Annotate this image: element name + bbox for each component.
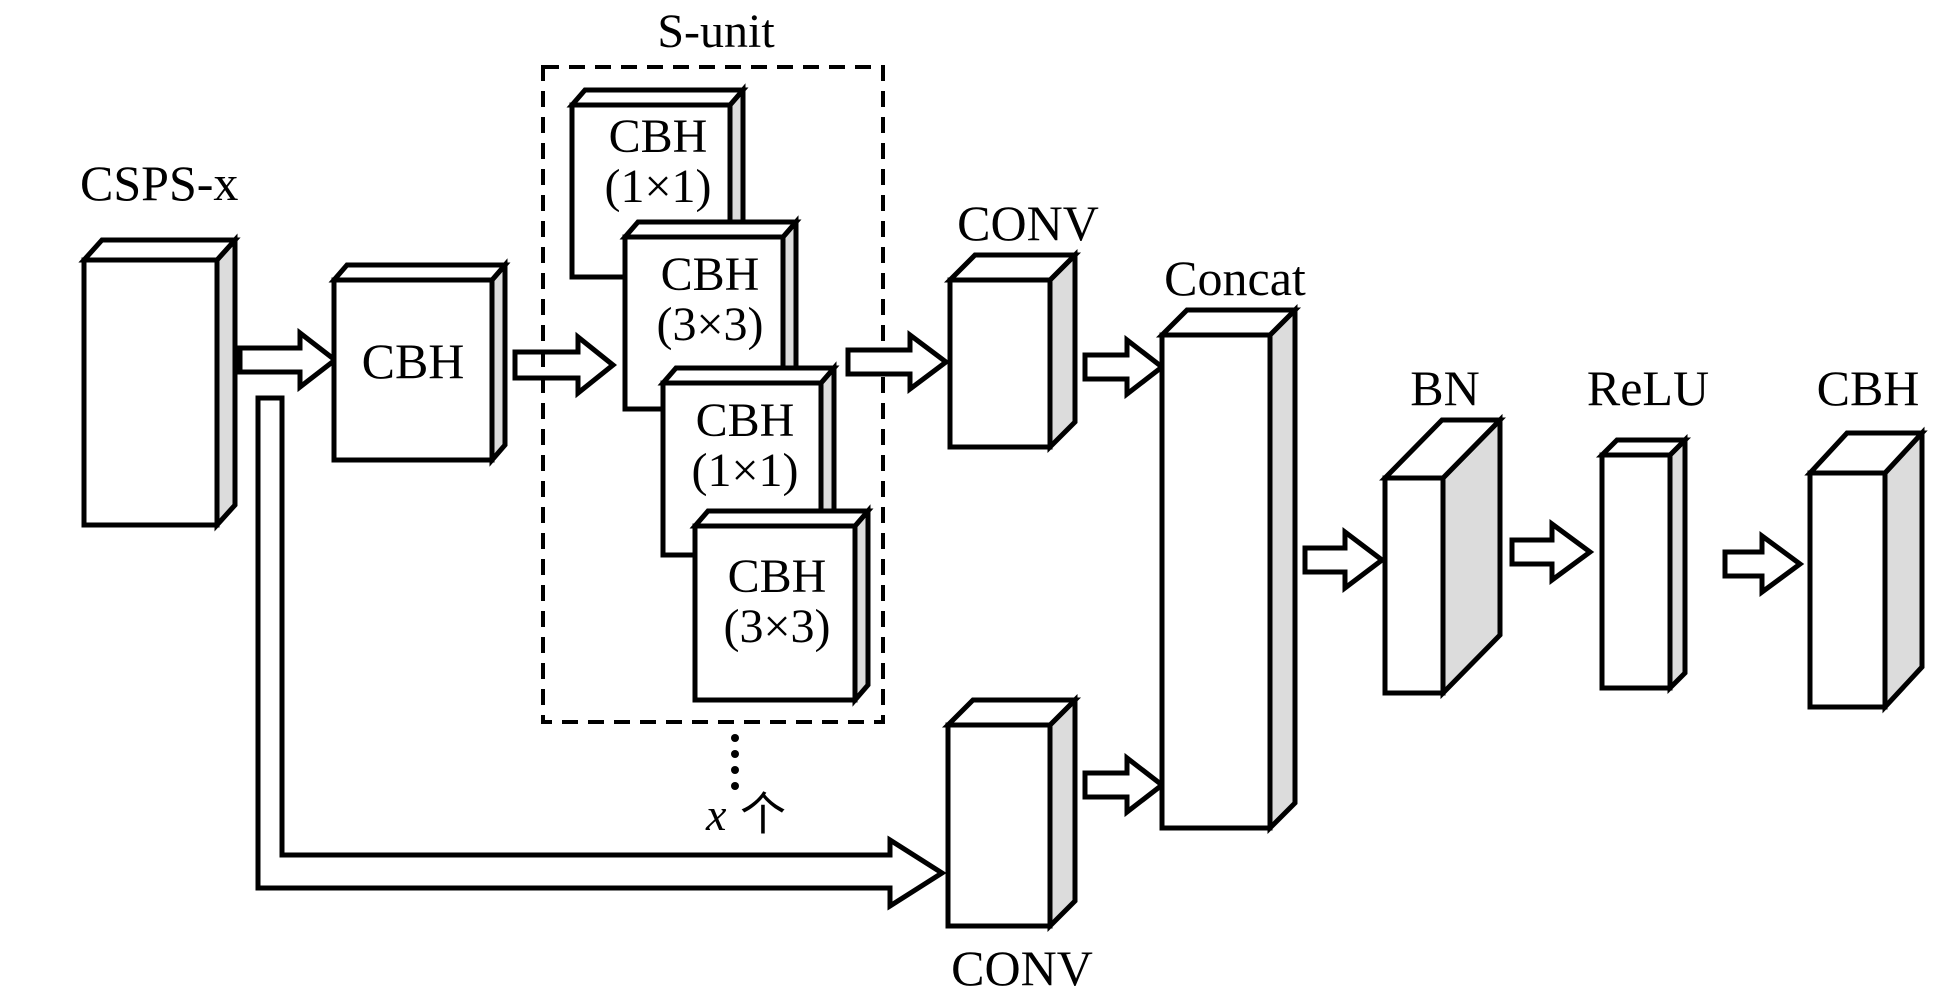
bypass-arrow xyxy=(255,395,947,911)
cbh-3x3-block-b xyxy=(689,504,874,707)
arrow-conv-top-to-concat xyxy=(1082,334,1167,400)
relu-block xyxy=(1595,433,1692,695)
repeat-suffix: 个 xyxy=(740,789,786,840)
arrow-conv-bottom-to-concat xyxy=(1082,752,1167,818)
arrow-sunit-to-conv-top xyxy=(845,330,951,394)
conv-bottom-label: CONV xyxy=(951,940,1093,996)
csps-x-label: CSPS-x xyxy=(80,155,238,211)
cbh-b-size: (3×3) xyxy=(656,298,763,351)
cbh-a-title: CBH xyxy=(609,110,708,163)
cbh-a-size: (1×1) xyxy=(604,160,711,213)
arrow-bn-to-relu xyxy=(1509,519,1595,585)
arrow-relu-to-cbh xyxy=(1722,531,1805,597)
arrow-cbh-to-sunit xyxy=(512,331,618,399)
cbh-main-block xyxy=(328,258,511,467)
cbh-d-title: CBH xyxy=(728,550,827,603)
conv-top-block xyxy=(943,248,1082,454)
relu-label: ReLU xyxy=(1587,360,1709,416)
csps-x-block xyxy=(78,233,241,532)
concat-label: Concat xyxy=(1164,250,1306,306)
bn-label: BN xyxy=(1410,360,1479,416)
conv-bottom-block xyxy=(941,693,1082,933)
arrow-concat-to-bn xyxy=(1302,526,1387,594)
cbh-main-label: CBH xyxy=(362,333,465,389)
cbh-output-label: CBH xyxy=(1817,360,1920,416)
cbh-c-title: CBH xyxy=(696,394,795,447)
arrow-csps-to-cbh xyxy=(237,327,340,393)
cbh-output-block xyxy=(1804,426,1928,714)
repeat-var: x xyxy=(705,789,727,840)
conv-top-label: CONV xyxy=(957,195,1099,251)
repeat-dots xyxy=(731,734,739,790)
concat-block xyxy=(1155,303,1302,835)
bn-block xyxy=(1379,413,1506,700)
s-unit-box xyxy=(541,65,885,724)
cbh-b-title: CBH xyxy=(661,248,760,301)
s-unit-title: S-unit xyxy=(657,5,775,58)
cbh-d-size: (3×3) xyxy=(723,600,830,653)
cbh-c-size: (1×1) xyxy=(691,444,798,497)
